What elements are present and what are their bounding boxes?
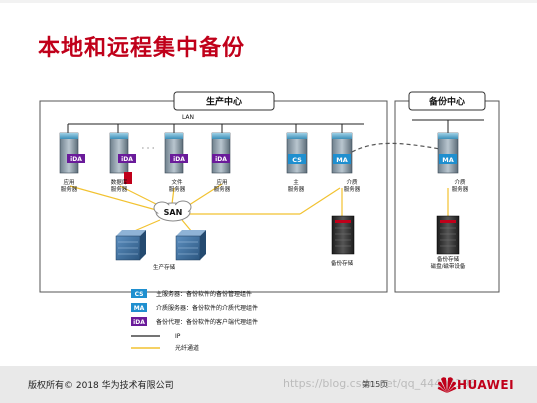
svg-text:iDA: iDA	[70, 156, 82, 163]
app-server-1: iDA 应用服务器	[59, 132, 85, 193]
remote-media-server-label: 介质服务器	[452, 178, 469, 193]
lan-label: LAN	[182, 114, 194, 121]
legend-fiber-text: 光纤通道	[175, 344, 199, 352]
backup-center-label-box	[408, 91, 486, 111]
svg-text:MA: MA	[134, 305, 145, 312]
more-servers-ellipsis: · · ·	[142, 144, 155, 153]
svg-text:iDA: iDA	[133, 319, 145, 326]
production-storage-array-1	[115, 230, 146, 261]
top-border	[0, 0, 537, 3]
legend: CS 主服务器：备份软件的备份管理组件 MA 介质服务器：备份软件的介质代理组件…	[131, 289, 258, 352]
app-server-2-label: 应用服务器	[214, 178, 231, 193]
legend-ida-swatch	[131, 317, 147, 326]
legend-cs-text: 主服务器：备份软件的备份管理组件	[156, 290, 252, 298]
production-center-label-box	[173, 91, 275, 111]
remote-backup-storage-label: 备份存储磁盘/磁带设备	[431, 255, 466, 270]
app-server-1-label: 应用服务器	[61, 178, 78, 193]
ida-badge	[118, 154, 136, 163]
footer-bar	[0, 366, 537, 403]
media-server-label: 介质服务器	[344, 178, 361, 193]
remote-replication-link	[351, 142, 441, 153]
svg-text:iDA: iDA	[215, 156, 227, 163]
database-icon	[124, 172, 132, 184]
svg-text:MA: MA	[442, 156, 454, 164]
remote-backup-storage-rack	[436, 215, 460, 255]
legend-ip-text: IP	[175, 333, 181, 340]
legend-ida-text: 备份代理：备份软件的客户端代理组件	[156, 318, 258, 326]
ma-badge	[333, 154, 351, 164]
page-number: 第15页	[362, 380, 389, 389]
page-title: 本地和远程集中备份	[38, 36, 246, 61]
backup-center-label: 备份中心	[428, 96, 465, 108]
svg-text:CS: CS	[292, 156, 302, 164]
ida-badge	[212, 154, 230, 163]
file-server: iDA 文件服务器	[164, 132, 188, 193]
csdn-watermark: https://blog.csdn.net/qq_44494196	[283, 377, 477, 390]
svg-text:iDA: iDA	[173, 156, 185, 163]
master-server: CS 主服务器	[286, 132, 308, 193]
svg-text:MA: MA	[336, 156, 348, 164]
file-server-label: 文件服务器	[169, 178, 186, 193]
db-server: iDA 数据库服务器	[109, 132, 136, 193]
remote-media-server: MA 介质服务器	[437, 132, 469, 193]
production-storage-label: 生产存储	[153, 263, 176, 271]
backup-storage-label: 备份存储	[331, 259, 354, 267]
huawei-brand-text: HUAWEI	[457, 378, 515, 392]
copyright-text: 版权所有© 2018 华为技术有限公司	[28, 381, 174, 391]
fiber-channel-links	[69, 183, 449, 233]
ida-badge	[67, 154, 85, 163]
svg-text:CS: CS	[135, 291, 144, 298]
ida-badge	[170, 154, 188, 163]
san-label: SAN	[164, 208, 183, 217]
san-cloud: SAN	[153, 200, 192, 222]
media-server: MA 介质服务器	[331, 132, 361, 193]
app-server-2: iDA 应用服务器	[211, 132, 231, 193]
production-storage-array-2	[175, 230, 206, 261]
cs-badge	[288, 154, 306, 164]
production-center-label: 生产中心	[206, 96, 242, 108]
legend-cs-swatch	[131, 289, 147, 298]
ma-badge	[439, 154, 457, 164]
db-server-label: 数据库服务器	[111, 178, 128, 193]
legend-ma-text: 介质服务器：备份软件的介质代理组件	[156, 304, 258, 312]
huawei-logo-icon	[437, 377, 457, 393]
legend-ma-swatch	[131, 303, 147, 312]
svg-text:iDA: iDA	[121, 156, 133, 163]
backup-storage-rack	[331, 215, 355, 255]
master-server-label: 主服务器	[288, 178, 305, 193]
